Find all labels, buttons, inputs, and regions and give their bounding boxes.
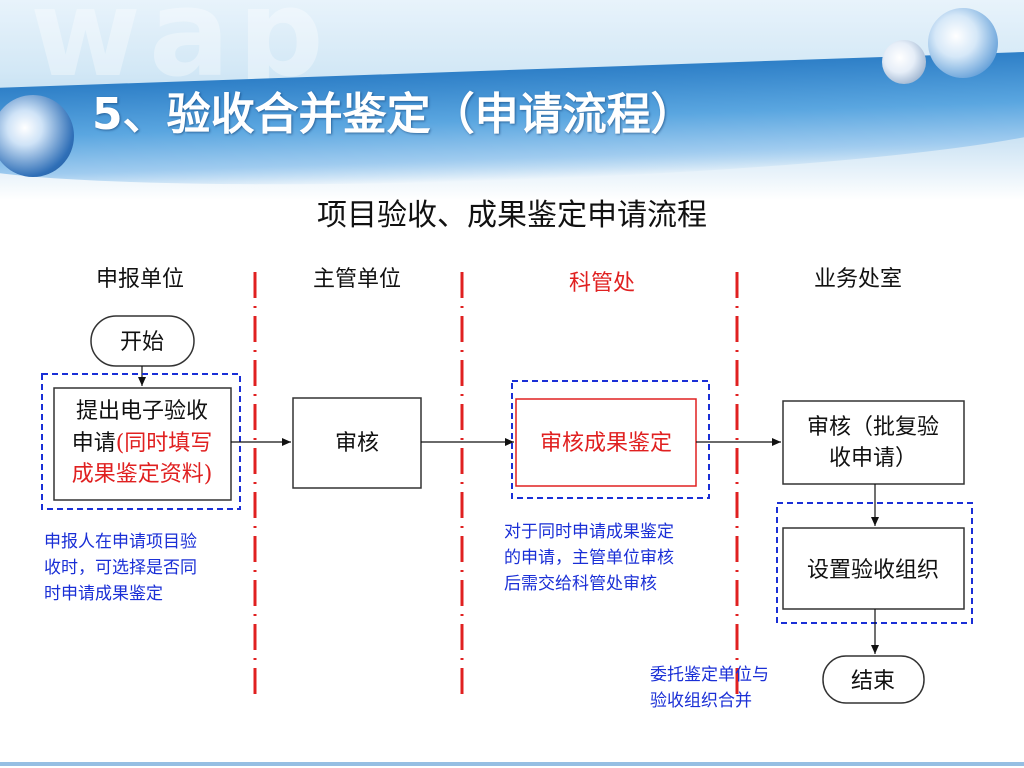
submit-line-2: 申请(同时填写 (72, 431, 213, 456)
review-node-label: 审核 (335, 431, 379, 456)
approve-line-1: 审核（批复验 (807, 415, 939, 440)
sci-review-dashed-frame (511, 380, 710, 499)
submit-application-node (53, 387, 232, 501)
orb-right-decoration-large (928, 8, 998, 78)
orb-right-decoration-small (882, 40, 926, 84)
slide-title: 5、验收合并鉴定（申请流程） (92, 89, 695, 140)
submit-line-1: 提出电子验收 (76, 399, 208, 424)
note-applicant-line-2: 收时，可选择是否同 (44, 558, 197, 578)
note-entrust-line-1: 委托鉴定单位与 (650, 665, 769, 685)
start-node-label: 开始 (120, 330, 164, 355)
flowchart-title: 项目验收、成果鉴定申请流程 (317, 198, 707, 233)
lane-label-applicant: 申报单位 (96, 267, 184, 292)
note-joint-line-3: 后需交给科管处审核 (504, 574, 657, 594)
submit-line-2-black: 申请 (72, 431, 116, 456)
orb-left-decoration (0, 95, 74, 177)
note-applicant-line-1: 申报人在申请项目验 (44, 532, 197, 552)
lane-label-sci-office: 科管处 (569, 271, 635, 296)
submit-line-3: 成果鉴定资料) (72, 462, 213, 487)
lane-label-supervisor: 主管单位 (313, 267, 401, 292)
setup-org-node-label: 设置验收组织 (807, 558, 939, 583)
lane-label-business-dept: 业务处室 (814, 267, 902, 292)
bottom-accent-line (0, 762, 1024, 766)
approve-line-2: 收申请） (829, 446, 917, 471)
note-applicant-line-3: 时申请成果鉴定 (44, 584, 163, 604)
end-node-label: 结束 (851, 669, 895, 694)
setup-org-node (782, 527, 965, 610)
sci-review-node (515, 398, 697, 487)
note-joint-line-1: 对于同时申请成果鉴定 (504, 522, 674, 542)
review-node (292, 397, 422, 489)
sci-review-node-label: 审核成果鉴定 (540, 431, 672, 456)
note-entrust-line-2: 验收组织合并 (650, 691, 752, 711)
note-joint-line-2: 的申请，主管单位审核 (504, 548, 674, 568)
end-node (822, 655, 925, 704)
approve-node (782, 400, 965, 485)
title-banner: wap (0, 0, 1024, 200)
submit-line-2-red: (同时填写 (116, 431, 213, 456)
